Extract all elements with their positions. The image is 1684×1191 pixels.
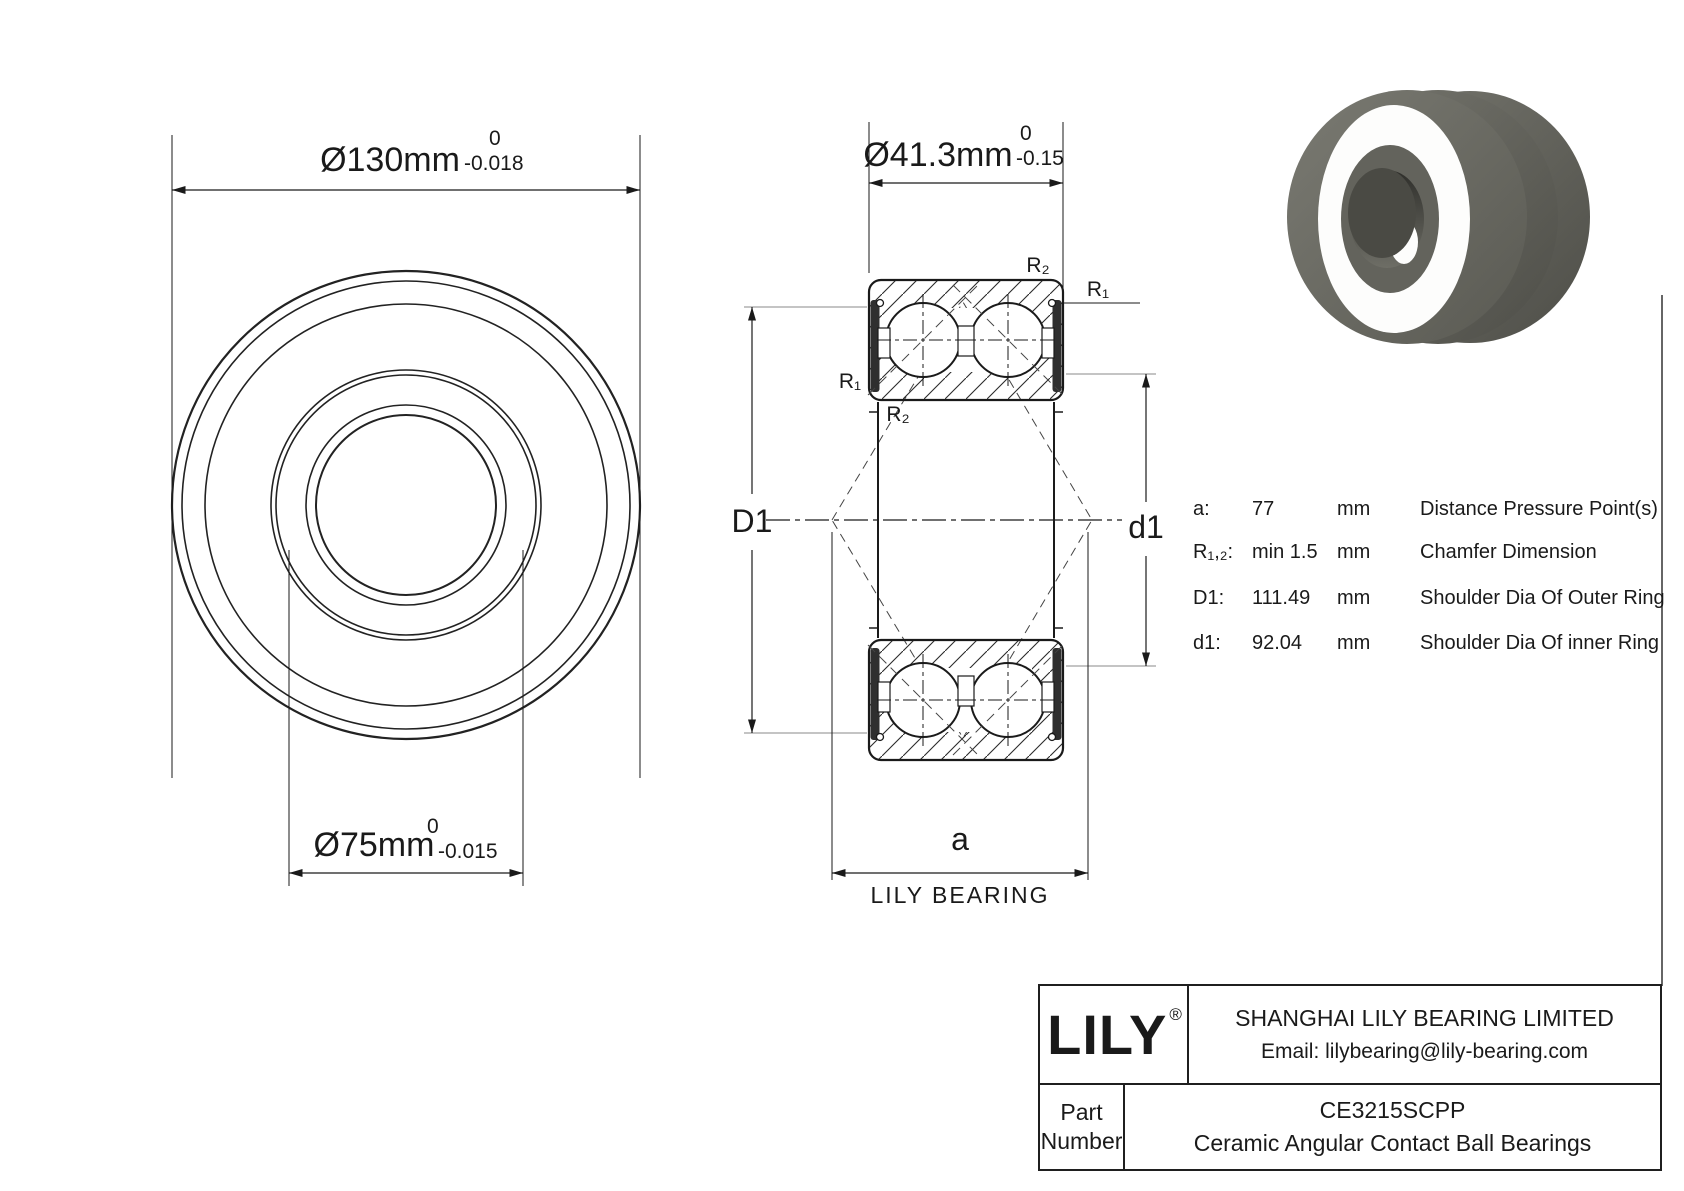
section-view: Ø41.3mm 0 -0.15 — [732, 122, 1164, 908]
spec-row-D1: D1: 111.49 mm Shoulder Dia Of Outer Ring — [1180, 587, 1672, 613]
spec-unit: mm — [1337, 632, 1371, 654]
registered-mark: ® — [1169, 1004, 1182, 1024]
bore-tol-upper: 0 — [427, 815, 439, 838]
front-bore-dimension: Ø75mm 0 -0.015 — [288, 550, 524, 886]
spec-table: a: 77 mm Distance Pressure Point(s) R₁,₂… — [1180, 498, 1672, 668]
seals — [870, 300, 1062, 740]
spec-row-d1: d1: 92.04 mm Shoulder Dia Of inner Ring — [1180, 632, 1672, 658]
r2-label-top: R₂ — [1026, 254, 1049, 277]
spec-label: R₁,₂: — [1193, 541, 1234, 563]
company-name: SHANGHAI LILY BEARING LIMITED — [1235, 1005, 1614, 1031]
spec-label: D1: — [1193, 587, 1225, 609]
part-description: Ceramic Angular Contact Ball Bearings — [1193, 1130, 1592, 1156]
r1-label-left: R₁ — [839, 370, 861, 393]
spec-row-a: a: 77 mm Distance Pressure Point(s) — [1180, 498, 1672, 524]
company-email: Email: lilybearing@lily-bearing.com — [1260, 1040, 1589, 1063]
spec-value: 111.49 — [1252, 587, 1311, 609]
od-dim-text: Ø130mm — [320, 141, 460, 179]
d1-inner-dimension: d1 — [1066, 373, 1164, 667]
spec-desc: Chamfer Dimension — [1420, 541, 1597, 563]
spec-value: 77 — [1252, 498, 1275, 520]
spec-desc: Shoulder Dia Of inner Ring — [1420, 632, 1660, 654]
a-dimension: a — [831, 532, 1089, 880]
spec-row-r12: R₁,₂: min 1.5 mm Chamfer Dimension — [1180, 541, 1672, 567]
od-tol-upper: 0 — [489, 127, 501, 150]
front-od-dimension: Ø130mm 0 -0.018 — [171, 127, 641, 778]
d1-outer-label: D1 — [732, 503, 773, 539]
spec-unit: mm — [1337, 541, 1371, 563]
bearing-3d-render — [1287, 90, 1590, 344]
lily-logo-text: LILY — [1047, 1002, 1168, 1066]
spec-label: a: — [1193, 498, 1210, 520]
lily-bearing-watermark: LILY BEARING — [870, 882, 1049, 908]
company-logo: LILY® — [1040, 986, 1189, 1083]
spec-label: d1: — [1193, 632, 1221, 654]
part-number-label: Part Number — [1040, 1085, 1125, 1169]
front-view — [170, 269, 642, 741]
spec-desc: Shoulder Dia Of Outer Ring — [1420, 587, 1665, 609]
d1-outer-dimension: D1 — [732, 306, 867, 734]
spec-unit: mm — [1337, 587, 1371, 609]
spec-desc: Distance Pressure Point(s) — [1420, 498, 1658, 520]
title-block: LILY® SHANGHAI LILY BEARING LIMITED Emai… — [1038, 984, 1662, 1171]
r2-label-left: R₂ — [886, 403, 909, 426]
a-label: a — [951, 821, 969, 857]
d1-inner-label: d1 — [1128, 509, 1164, 545]
width-tol-lower: -0.15 — [1016, 147, 1064, 170]
spec-unit: mm — [1337, 498, 1371, 520]
width-dim-text: Ø41.3mm — [863, 136, 1012, 174]
bore-dim-text: Ø75mm — [314, 826, 435, 864]
part-number: CE3215SCPP — [1319, 1097, 1466, 1123]
bore-tol-lower: -0.015 — [438, 840, 498, 863]
spec-value: min 1.5 — [1252, 541, 1318, 563]
spec-value: 92.04 — [1252, 632, 1303, 654]
od-tol-lower: -0.018 — [464, 152, 524, 175]
width-tol-upper: 0 — [1020, 122, 1032, 145]
r1-label-top: R₁ — [1087, 278, 1109, 301]
